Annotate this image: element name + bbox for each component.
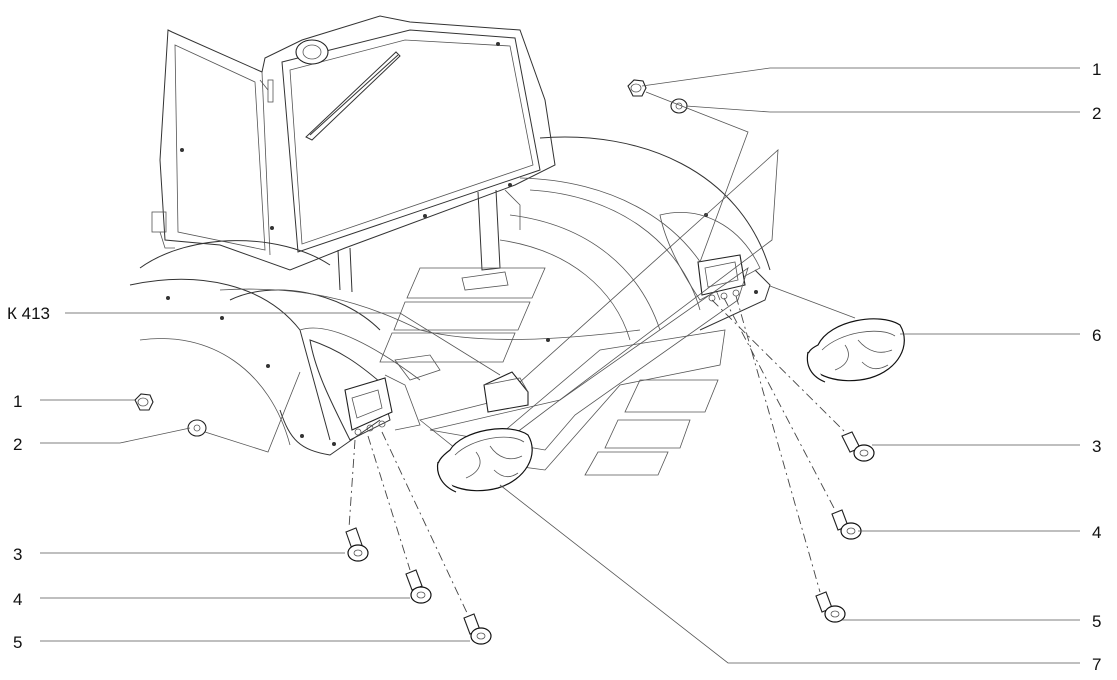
bolt-left-3: [345, 527, 369, 562]
callout-right-7: 7: [1092, 655, 1101, 674]
washer-right: [670, 98, 688, 114]
nut-right: [627, 79, 647, 97]
washer-left: [187, 419, 207, 437]
leader-lines: [40, 67, 1080, 664]
callout-left-3: 3: [13, 545, 22, 564]
bolt-right-4: [831, 509, 862, 540]
tractor-cab: [151, 15, 556, 293]
callout-right-2: 2: [1092, 104, 1101, 123]
callout-left-1: 1: [13, 392, 22, 411]
callout-right-6: 6: [1092, 326, 1101, 345]
decal-panels: [379, 149, 779, 476]
left-light-bracket: [309, 339, 441, 441]
callout-right-1: 1: [1092, 60, 1101, 79]
callout-left-4: 4: [13, 590, 22, 609]
bolt-right-5: [815, 591, 846, 623]
lamp-7: [436, 428, 533, 493]
callout-right-5: 5: [1092, 612, 1101, 631]
callout-right-3: 3: [1092, 437, 1101, 456]
lamp-6: [806, 318, 905, 383]
bolt-right-3: [841, 431, 875, 462]
nut-left: [134, 393, 154, 411]
bolt-left-5: [463, 613, 492, 645]
callout-left-2: 2: [13, 435, 22, 454]
rear-fenders: [129, 136, 771, 456]
bolt-left-4: [405, 569, 432, 604]
callout-left-5: 5: [13, 633, 22, 652]
callout-left-k413: К 413: [7, 304, 50, 323]
right-light-bracket: [697, 254, 746, 302]
callout-right-4: 4: [1092, 523, 1101, 542]
assembly-lines: [204, 91, 856, 616]
part-k413-block: [483, 371, 529, 413]
